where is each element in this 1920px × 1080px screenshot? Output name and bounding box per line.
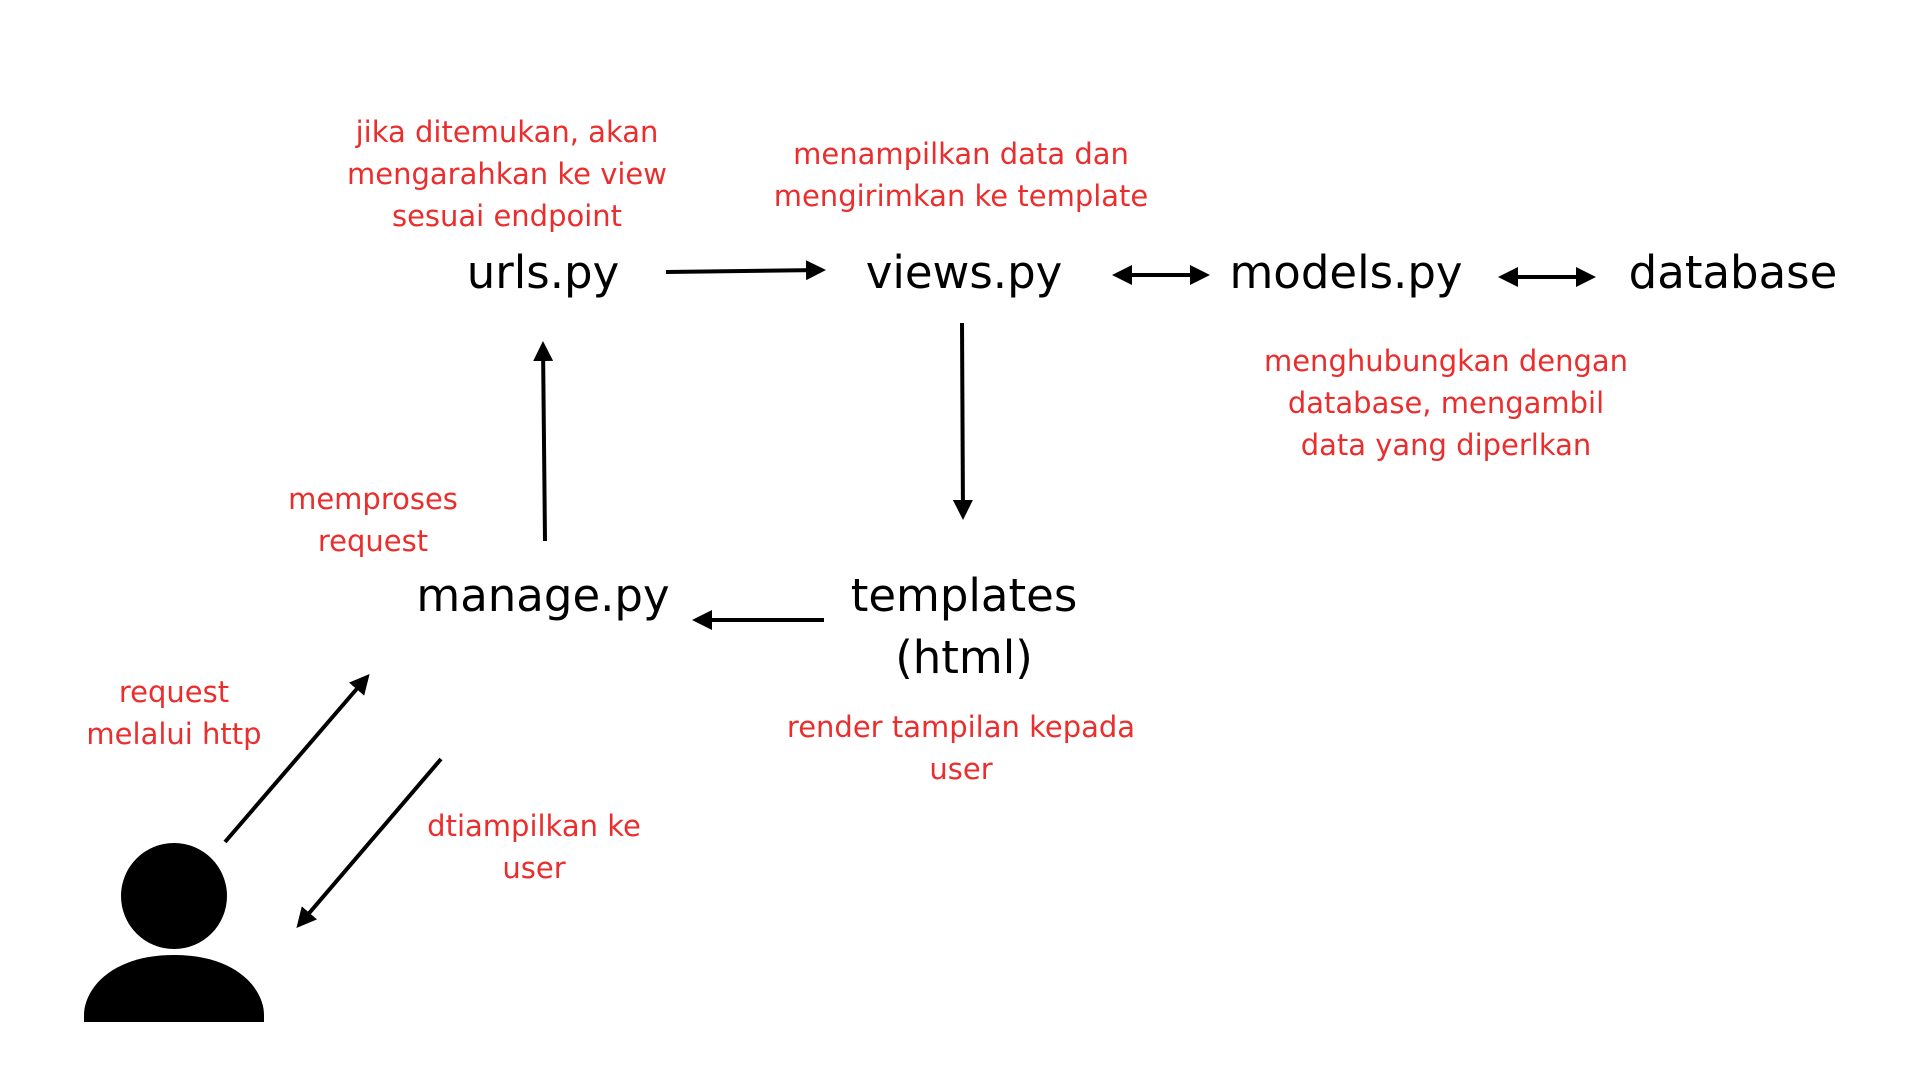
annotation-line: sesuai endpoint: [391, 199, 623, 233]
annotation-models: menghubungkan dengan database, mengambil…: [1264, 340, 1628, 466]
annotation-line: database, mengambil: [1287, 386, 1605, 420]
annotation-line: menghubungkan dengan: [1263, 344, 1629, 378]
annotation-line: user: [502, 851, 566, 885]
arrow-views-to-templates: [952, 322, 973, 520]
node-urls: urls.py: [466, 246, 620, 299]
user-silhouette-icon: [84, 843, 264, 1022]
annotation-urls: jika ditemukan, akan mengarahkan ke view…: [347, 111, 667, 237]
arrow-urls-to-views: [665, 260, 826, 281]
node-templates: templates (html): [851, 565, 1078, 689]
annotation-line: jika ditemukan, akan: [355, 115, 659, 149]
node-database: database: [1628, 246, 1838, 299]
node-views: views.py: [865, 246, 1063, 299]
annotation-views: menampilkan data dan mengirimkan ke temp…: [774, 133, 1149, 217]
annotation-templates: render tampilan kepada user: [787, 706, 1135, 790]
annotation-display: dtiampilkan ke user: [427, 805, 641, 889]
node-templates-line1: templates: [850, 569, 1078, 622]
annotation-line: dtiampilkan ke: [427, 809, 641, 843]
annotation-request: request melalui http: [86, 671, 261, 755]
arrow-user-to-manage: [223, 673, 370, 844]
node-templates-line2: (html): [895, 631, 1033, 684]
node-models: models.py: [1229, 246, 1463, 299]
node-manage: manage.py: [416, 569, 670, 622]
annotation-line: request: [317, 524, 429, 558]
annotation-line: menampilkan data dan: [793, 137, 1129, 171]
annotation-line: memproses: [288, 482, 458, 516]
annotation-line: data yang diperlkan: [1300, 428, 1592, 462]
annotation-line: request: [118, 675, 230, 709]
annotation-line: mengirimkan ke template: [773, 179, 1149, 213]
annotation-line: melalui http: [86, 717, 262, 751]
annotation-manage: memproses request: [288, 478, 458, 562]
arrow-manage-to-user: [296, 757, 443, 929]
annotation-line: render tampilan kepada: [786, 710, 1136, 744]
arrow-manage-to-urls: [533, 341, 554, 542]
annotation-line: mengarahkan ke view: [347, 157, 667, 191]
annotation-line: user: [929, 752, 993, 786]
